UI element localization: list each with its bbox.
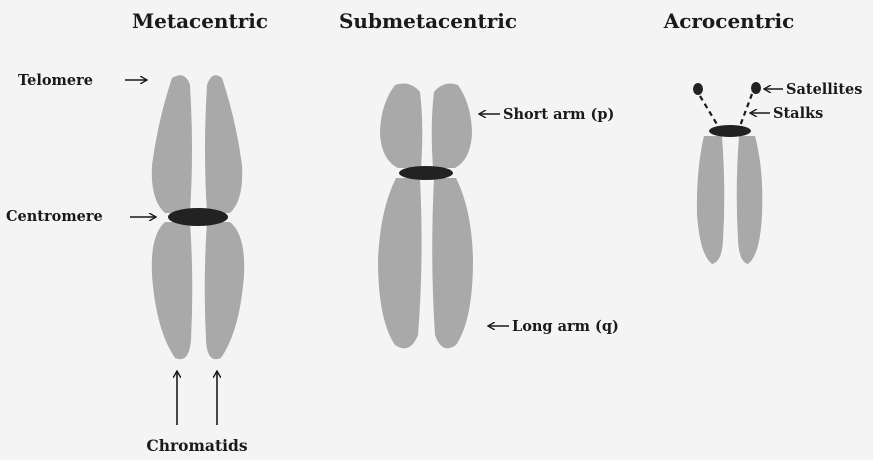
- label-centromere: Centromere: [6, 208, 103, 225]
- metacentric-left-p-chromatid: [152, 75, 192, 213]
- metacentric-centromere: [168, 208, 228, 226]
- title-acrocentric: Acrocentric: [663, 9, 795, 33]
- acrocentric-right-chromatid: [737, 136, 763, 264]
- submetacentric-right-q-chromatid: [432, 178, 473, 348]
- submetacentric-right-p-chromatid: [432, 84, 472, 168]
- title-submetacentric: Submetacentric: [339, 9, 517, 33]
- acrocentric-satellite-right: [751, 82, 761, 94]
- label-long-arm: Long arm (q): [512, 318, 619, 335]
- submetacentric-left-q-chromatid: [378, 178, 422, 348]
- label-stalks: Stalks: [773, 105, 823, 122]
- acrocentric-centromere: [709, 125, 751, 137]
- metacentric-right-q-chromatid: [205, 222, 245, 359]
- label-short-arm: Short arm (p): [503, 106, 614, 123]
- label-chromatids: Chromatids: [146, 436, 247, 455]
- acrocentric-stalk-right: [740, 94, 752, 126]
- acrocentric-stalk-left: [700, 96, 718, 126]
- acrocentric-satellite-left: [693, 83, 703, 95]
- submetacentric-chromosome: [378, 84, 473, 349]
- metacentric-chromosome: [152, 75, 244, 359]
- title-metacentric: Metacentric: [132, 9, 268, 33]
- metacentric-right-p-chromatid: [205, 75, 242, 213]
- submetacentric-left-p-chromatid: [380, 84, 422, 168]
- acrocentric-chromosome: [693, 82, 762, 264]
- submetacentric-centromere: [399, 166, 453, 180]
- label-telomere: Telomere: [18, 72, 93, 89]
- acrocentric-left-chromatid: [697, 136, 724, 264]
- metacentric-left-q-chromatid: [152, 222, 193, 359]
- label-satellites: Satellites: [786, 81, 862, 98]
